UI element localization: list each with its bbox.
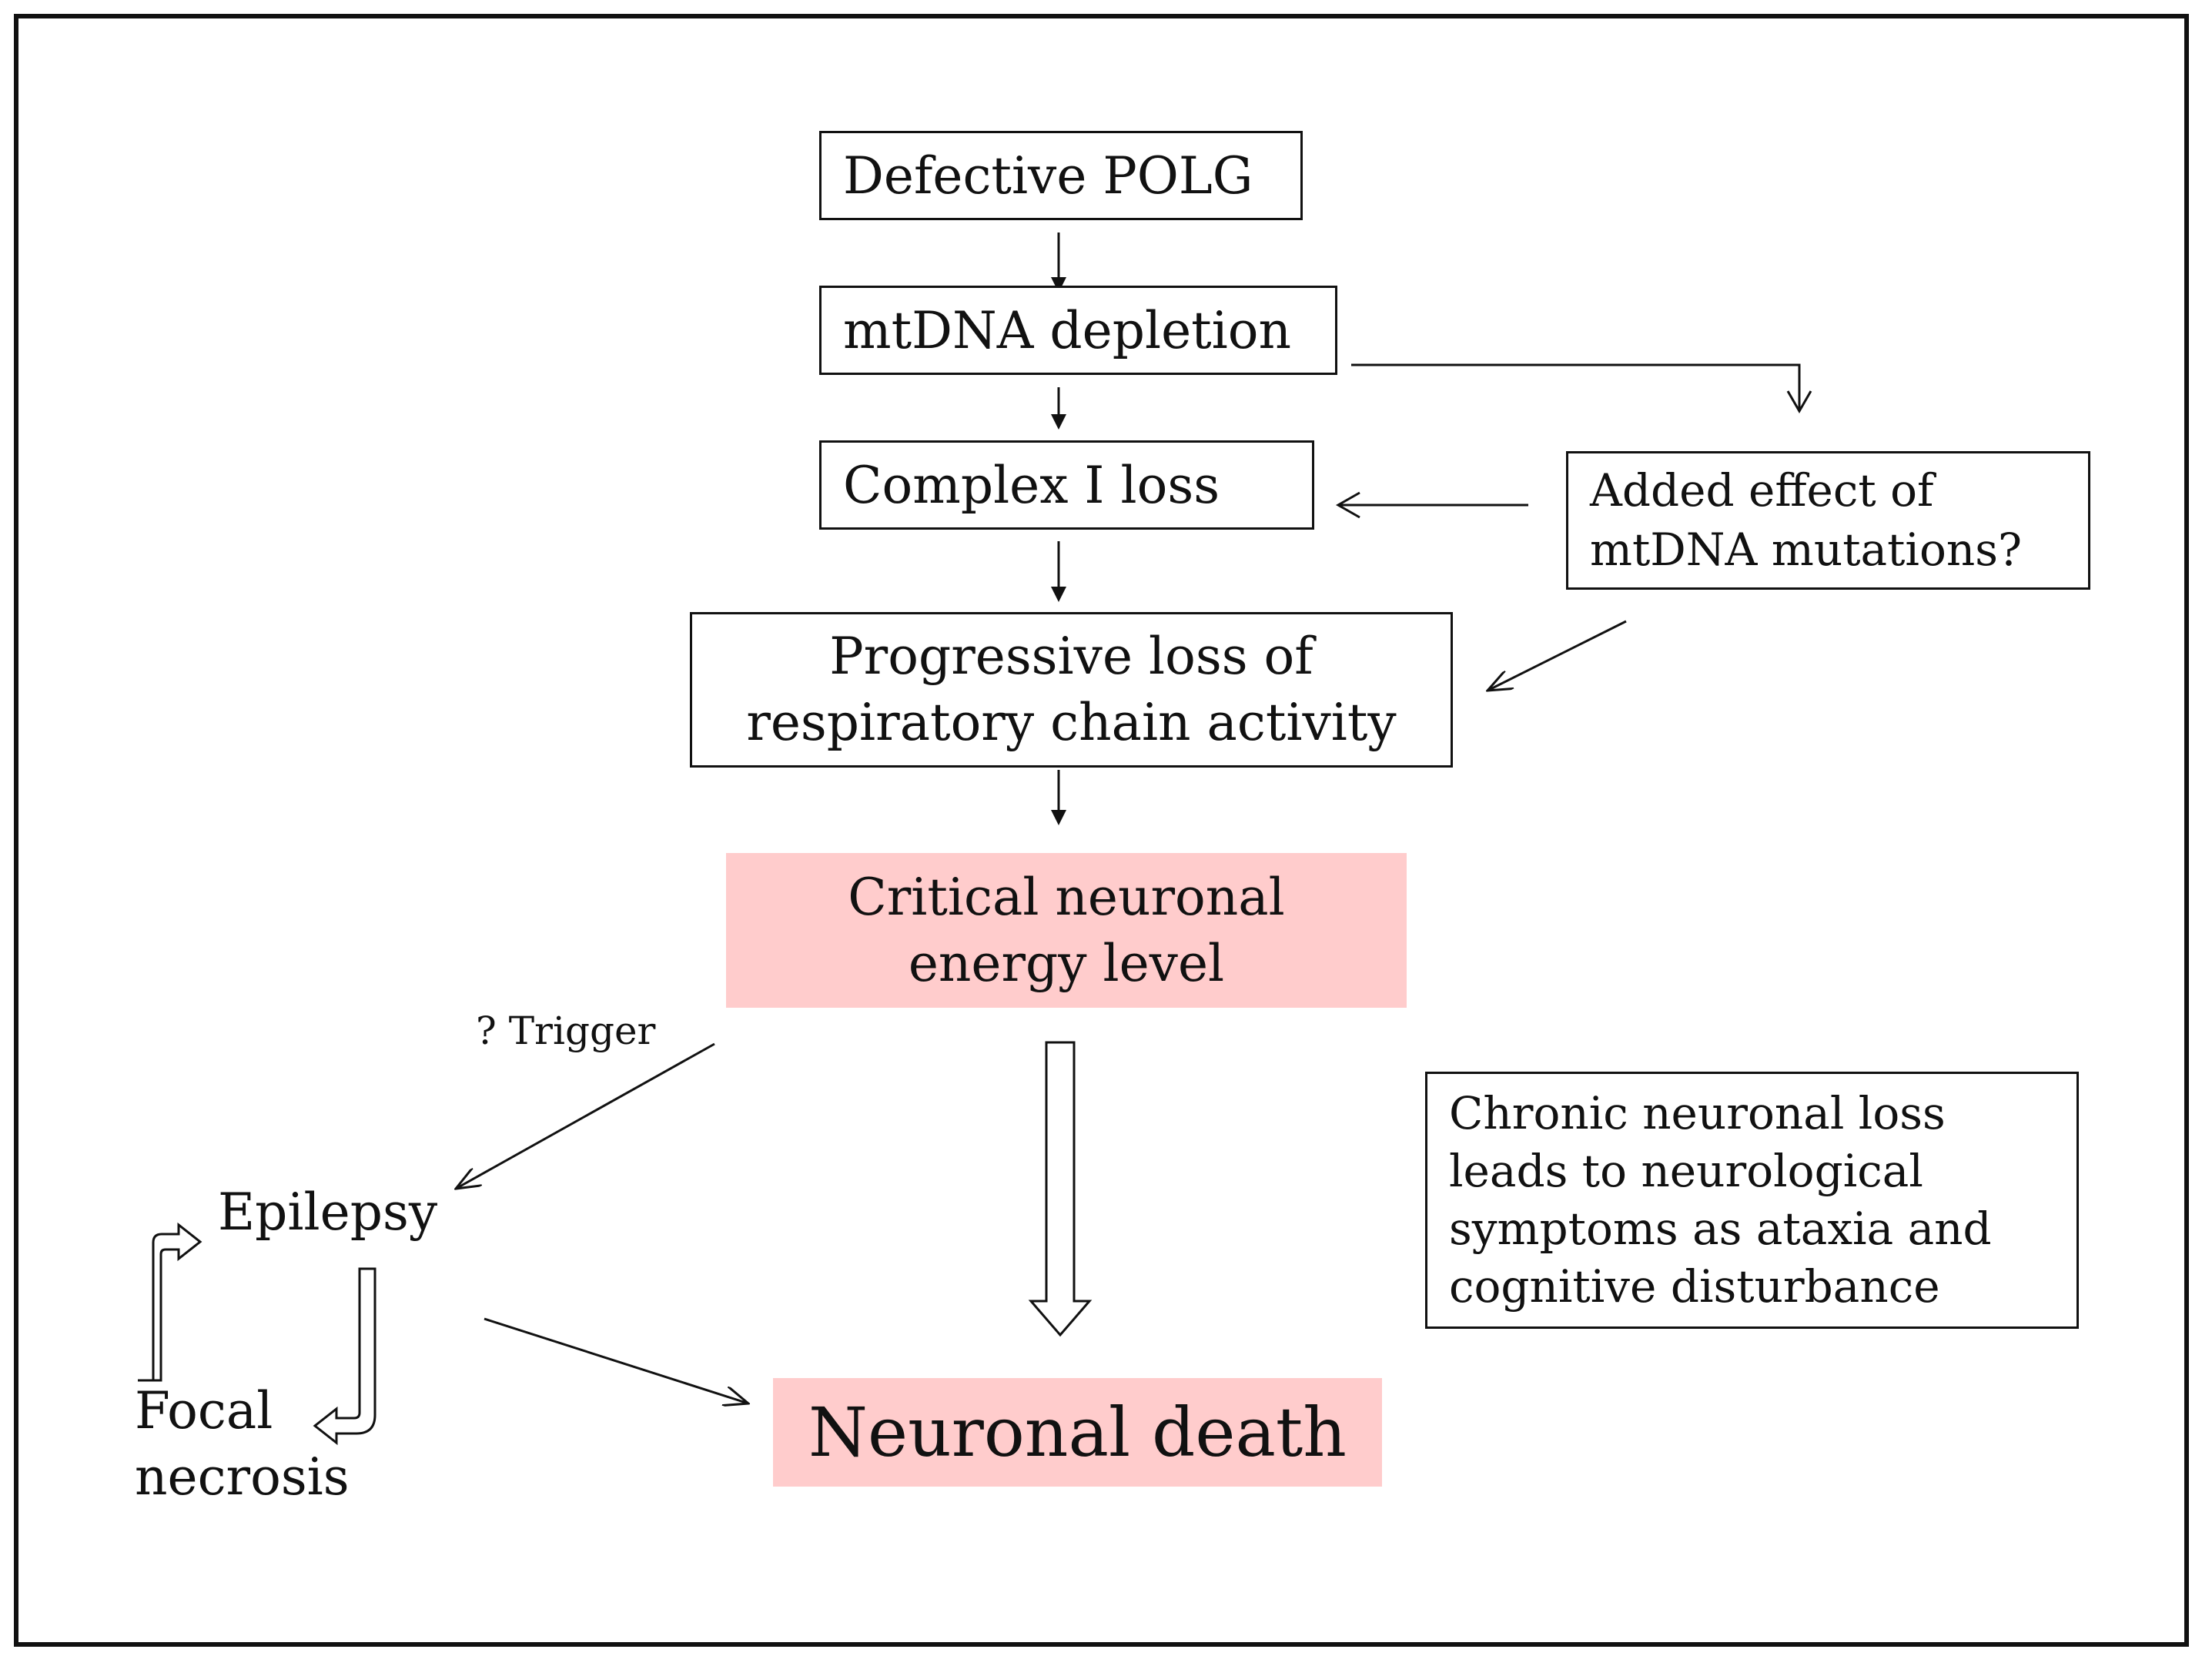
hollow-arrow-necrosis-to-epilepsy	[138, 1222, 202, 1382]
node-progressive-loss: Progressive loss of respiratory chain ac…	[690, 612, 1453, 768]
arrow-critical-to-epilepsy	[456, 1042, 715, 1189]
node-focal-necrosis: Focal necrosis	[135, 1381, 350, 1507]
node-progressive-loss-label: Progressive loss of respiratory chain ac…	[746, 627, 1397, 752]
node-chronic-loss-label: Chronic neuronal loss leads to neurologi…	[1449, 1087, 1992, 1313]
arrow-depletion-to-added-effect	[1351, 363, 1812, 414]
node-mtdna-depletion: mtDNA depletion	[819, 286, 1337, 375]
node-critical-energy: Critical neuronal energy level	[726, 853, 1407, 1008]
node-added-effect: Added effect of mtDNA mutations?	[1566, 451, 2090, 590]
node-complex-i-loss: Complex I loss	[819, 440, 1314, 530]
node-critical-energy-label: Critical neuronal energy level	[848, 867, 1285, 993]
node-neuronal-death: Neuronal death	[773, 1378, 1382, 1487]
node-complex-i-loss-label: Complex I loss	[843, 455, 1220, 515]
arrow-polg-to-depletion	[1051, 233, 1066, 293]
label-trigger: ? Trigger	[476, 1009, 656, 1053]
node-mtdna-depletion-label: mtDNA depletion	[843, 300, 1292, 360]
diagram-frame	[14, 14, 2189, 1647]
node-defective-polg-label: Defective POLG	[843, 146, 1253, 206]
hollow-arrow-critical-to-death	[1028, 1041, 1093, 1337]
arrow-added-effect-to-complex	[1335, 491, 1528, 519]
node-neuronal-death-label: Neuronal death	[808, 1393, 1347, 1472]
arrow-depletion-to-complex	[1051, 387, 1066, 430]
arrow-progressive-to-critical	[1051, 770, 1066, 825]
node-added-effect-label: Added effect of mtDNA mutations?	[1590, 464, 2023, 576]
arrow-epilepsy-to-death	[484, 1317, 748, 1403]
node-chronic-loss: Chronic neuronal loss leads to neurologi…	[1425, 1072, 2079, 1329]
arrow-complex-to-progressive	[1051, 541, 1066, 602]
node-epilepsy: Epilepsy	[218, 1183, 438, 1242]
node-defective-polg: Defective POLG	[819, 131, 1303, 220]
arrow-added-effect-to-progressive	[1487, 620, 1627, 691]
hollow-arrow-epilepsy-to-necrosis	[313, 1267, 376, 1446]
